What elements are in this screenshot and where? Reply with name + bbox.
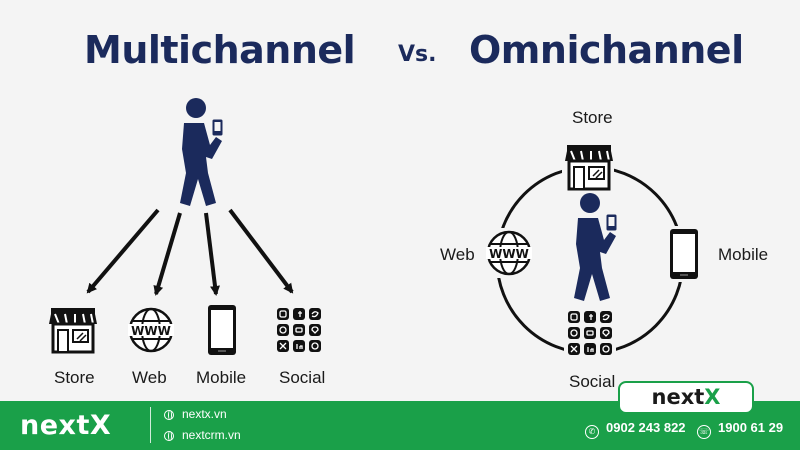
nextx-badge-logo: nextX [618, 381, 754, 414]
hotline-icon: ☏ [697, 425, 711, 439]
footer-link-nextx[interactable]: nextx.vn [164, 407, 227, 421]
omnichannel-label-store: Store [572, 108, 613, 127]
omnichannel-label-social: Social [569, 372, 616, 391]
footer-brand-logo: nextX [20, 410, 112, 441]
social-media-grid-icon [276, 307, 322, 353]
footer-phone-mobile[interactable]: ✆0902 243 822 [585, 420, 686, 439]
store-icon [47, 306, 99, 354]
omnichannel-label-web: Web [440, 245, 475, 264]
multichannel-customer-icon [179, 97, 224, 207]
diagram-canvas: WWW [47, 97, 700, 358]
multichannel-label-social: Social [279, 368, 326, 387]
phone-icon: ✆ [585, 425, 599, 439]
multichannel-label-mobile: Mobile [196, 368, 247, 387]
multichannel-label-store: Store [54, 368, 95, 387]
omnichannel-title: Omnichannel [469, 28, 744, 72]
omnichannel-customer-icon [573, 192, 618, 302]
arrow-to-web [153, 212, 182, 296]
footer-link-nextcrm[interactable]: nextcrm.vn [164, 428, 241, 442]
arrow-to-store [86, 208, 160, 294]
multichannel-title: Multichannel [84, 28, 356, 72]
omnichannel-store-icon [562, 140, 615, 191]
omnichannel-phone-icon [666, 226, 700, 282]
omnichannel-label-mobile: Mobile [718, 245, 769, 264]
globe-icon [164, 431, 174, 441]
globe-icon [164, 410, 174, 420]
omnichannel-social-icon [564, 306, 616, 358]
arrow-to-social [228, 208, 294, 294]
multichannel-arrows [86, 208, 294, 296]
multichannel-label-web: Web [132, 368, 167, 387]
footer-phone-hotline[interactable]: ☏1900 61 29 [697, 420, 783, 439]
omnichannel-globe-icon [484, 228, 534, 278]
footer-divider [150, 407, 151, 443]
www-globe-icon [126, 307, 176, 353]
smartphone-icon [208, 305, 236, 355]
arrow-to-mobile [204, 212, 220, 296]
vs-label: Vs. [398, 42, 437, 67]
